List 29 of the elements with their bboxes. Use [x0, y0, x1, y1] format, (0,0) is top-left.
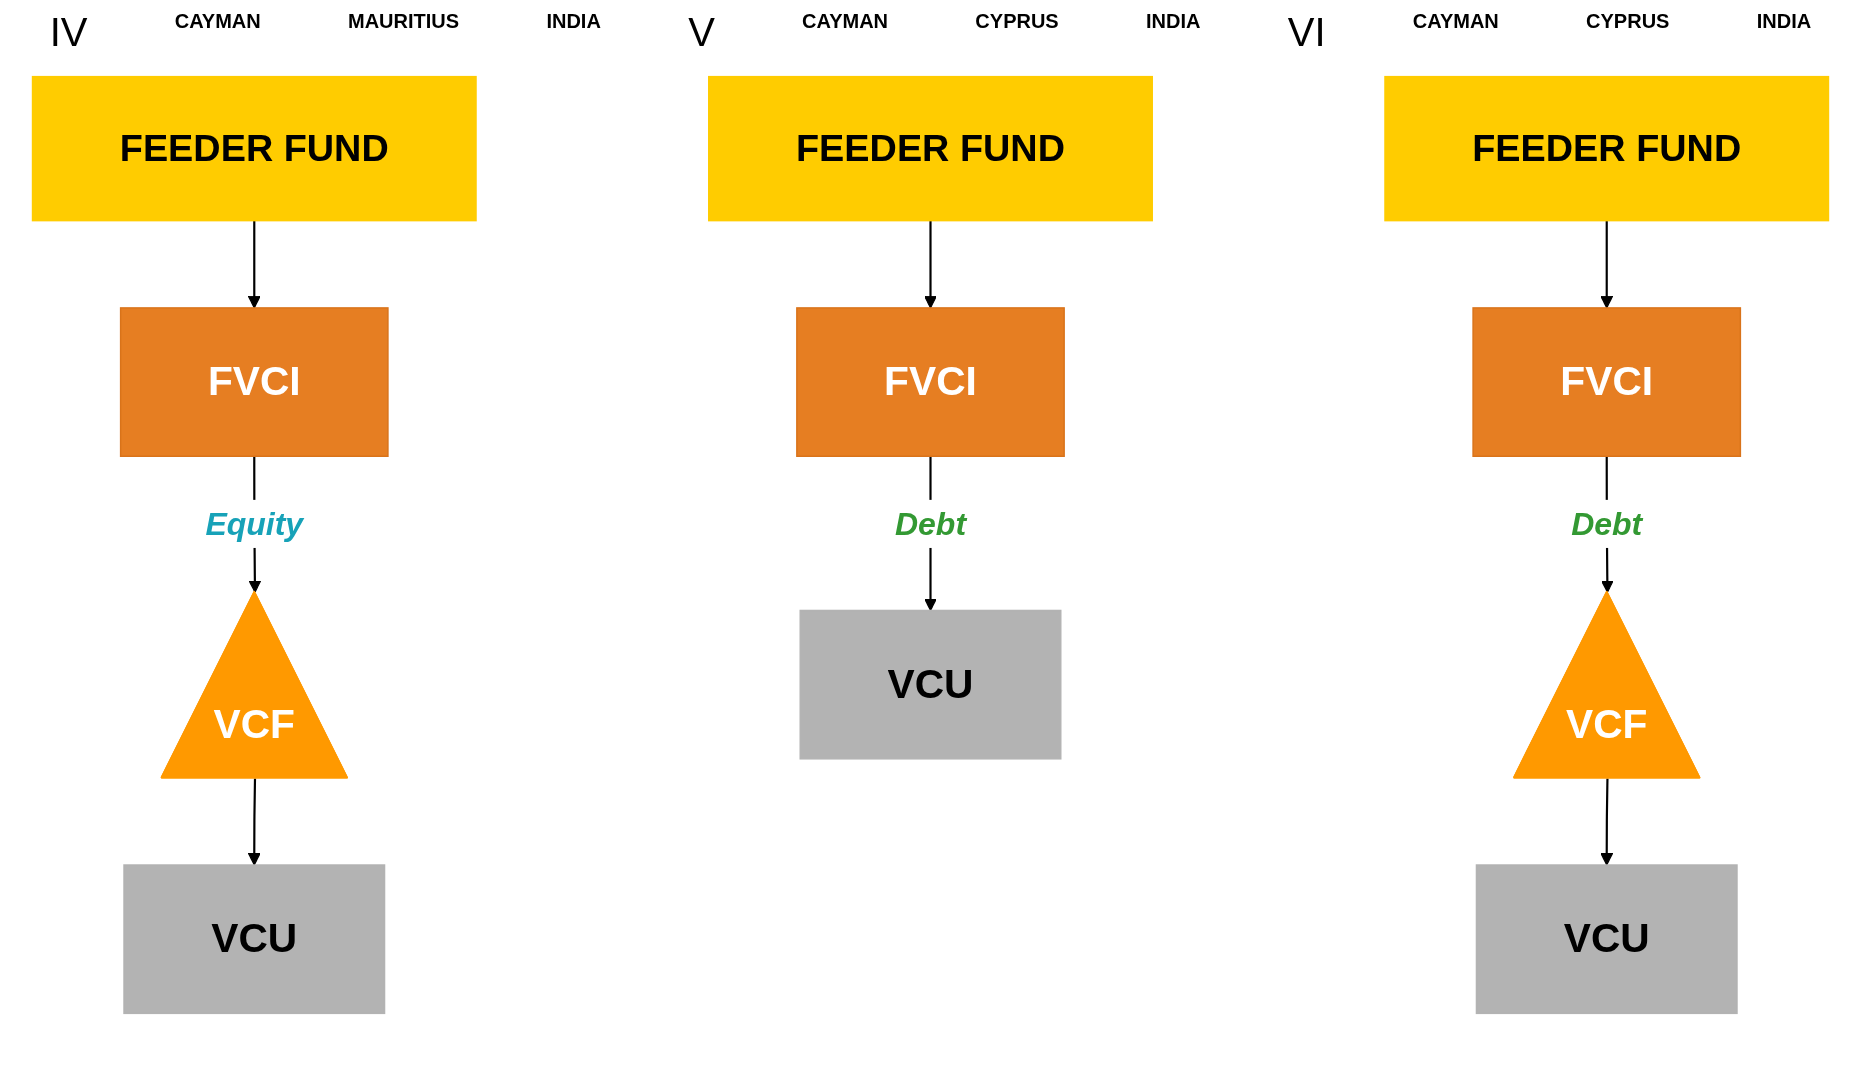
column-heading: V [688, 10, 715, 55]
arrow [247, 778, 261, 866]
arrow [1600, 778, 1614, 866]
node-box: VCU [123, 864, 386, 1015]
node-box: FEEDER FUND [1384, 75, 1830, 222]
region-label: CYPRUS [975, 10, 1059, 34]
node-box: VCU [1475, 864, 1738, 1015]
column-heading: IV [49, 10, 88, 55]
region-label: CAYMAN [174, 10, 261, 34]
node-box: VCU [799, 609, 1062, 760]
region-label: CYPRUS [1586, 10, 1670, 34]
region-label: CAYMAN [802, 10, 889, 34]
node-box: FEEDER FUND [31, 75, 477, 222]
region-label: INDIA [546, 10, 601, 34]
node-box: FEEDER FUND [708, 75, 1153, 222]
edge-label: Debt [1571, 505, 1643, 543]
arrow [1600, 220, 1614, 309]
region-label: MAURITIUS [347, 10, 460, 34]
arrow [247, 220, 261, 309]
node-box: FVCI [1472, 307, 1742, 457]
column-heading: VI [1287, 10, 1326, 55]
region-label: INDIA [1146, 10, 1201, 34]
edge-label: Debt [894, 505, 967, 543]
node-box: FVCI [796, 307, 1065, 457]
region-label: CAYMAN [1412, 10, 1499, 34]
node-box: FVCI [119, 307, 389, 457]
edge-label: Equity [205, 505, 304, 543]
arrow [924, 220, 937, 309]
region-label: INDIA [1756, 10, 1812, 34]
